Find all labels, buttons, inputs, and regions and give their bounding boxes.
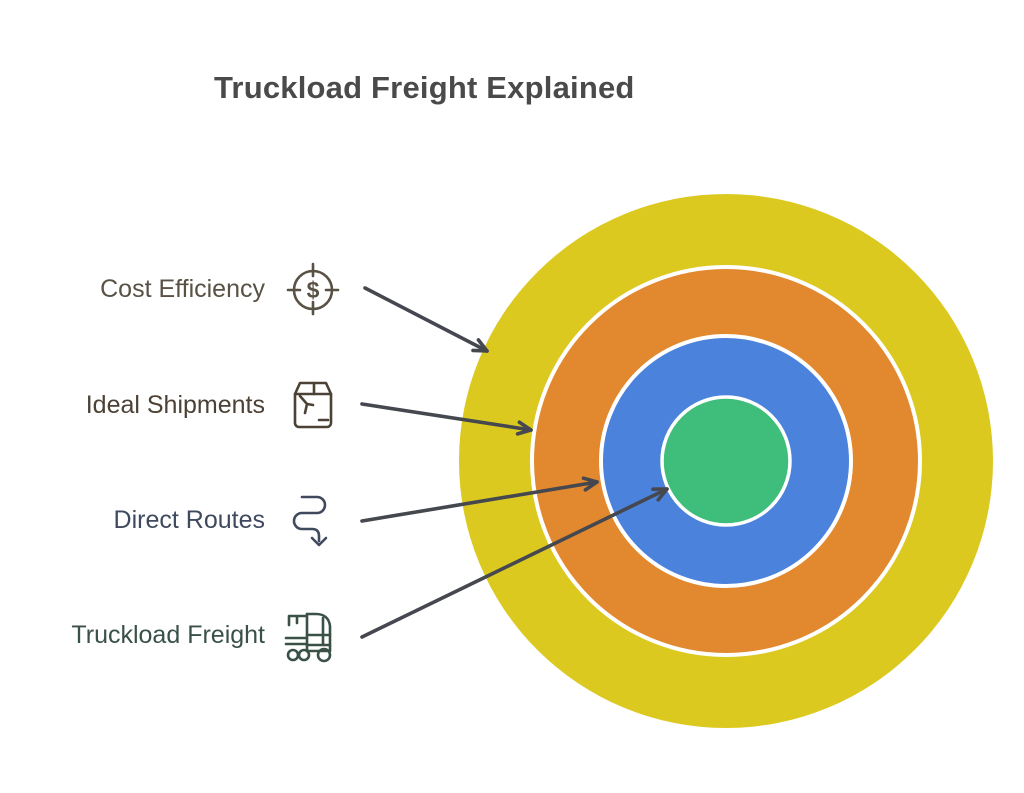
ring-center xyxy=(660,395,792,527)
connector-arrows xyxy=(360,286,669,639)
legend-item-cost-efficiency: Cost Efficiency $ xyxy=(30,257,360,321)
truck-icon xyxy=(283,605,343,665)
dollar-target-icon: $ xyxy=(283,259,343,319)
arrow-cost-efficiency xyxy=(363,286,489,353)
legend-label: Ideal Shipments xyxy=(85,390,265,419)
legend-item-truckload-freight: Truckload Freight xyxy=(30,603,360,667)
dollar-glyph: $ xyxy=(307,277,320,303)
legend-label: Direct Routes xyxy=(113,505,265,534)
legend-item-direct-routes: Direct Routes xyxy=(30,488,360,552)
arrow-truckload-freight xyxy=(360,487,669,639)
legend-item-ideal-shipments: Ideal Shipments xyxy=(30,373,360,437)
legend-label: Truckload Freight xyxy=(71,620,265,649)
page-title: Truckload Freight Explained xyxy=(214,70,635,105)
package-box-icon xyxy=(283,375,343,435)
winding-route-icon xyxy=(283,490,343,550)
arrow-direct-routes xyxy=(360,476,599,523)
legend-label: Cost Efficiency xyxy=(100,274,265,303)
arrow-ideal-shipments xyxy=(360,402,533,436)
